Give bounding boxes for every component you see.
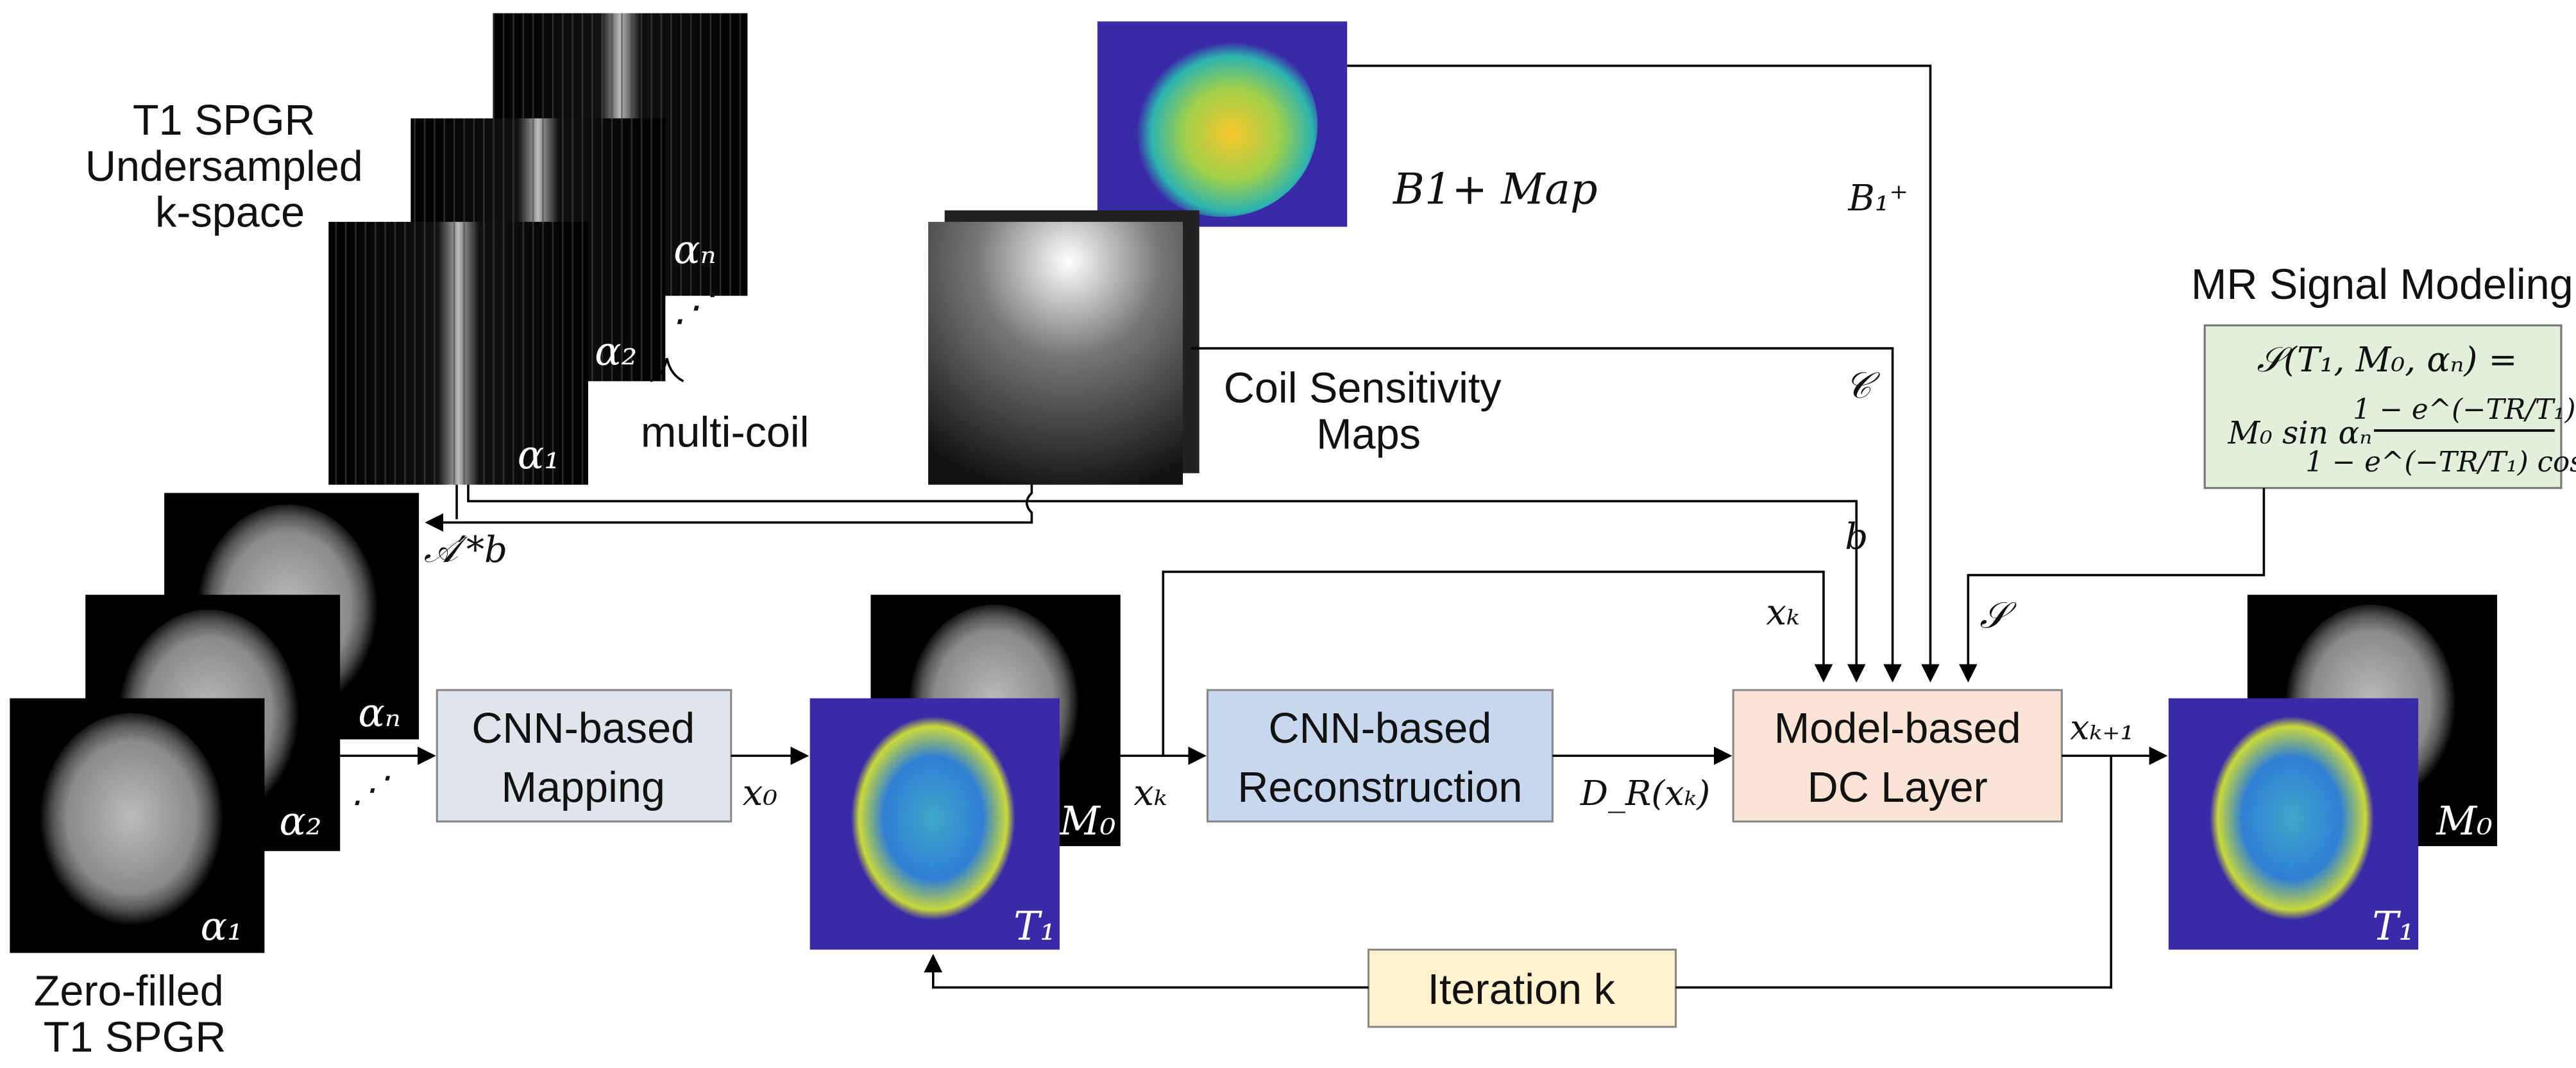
svg-text:T₁: T₁ <box>2372 904 2414 949</box>
coil-symbol: 𝒞 <box>1845 365 1880 407</box>
adjoint-symbol: 𝒜′*b <box>424 529 507 571</box>
svg-text:α₁: α₁ <box>200 904 242 949</box>
equation-line1: 𝒮(T₁, M₀, αₙ) = <box>2257 339 2517 380</box>
coil-maps-label: Coil Sensitivity Maps <box>1224 365 1513 459</box>
kspace-stack-alpha-1: α₁ <box>328 221 588 485</box>
equation-denominator: 1 − e^(−TR/T₁) cos αₙ <box>2305 446 2576 479</box>
t1-map-output: T₁ <box>2168 698 2419 950</box>
xk1-symbol: xₖ₊₁ <box>2070 708 2134 748</box>
svg-text:T₁: T₁ <box>1013 904 1056 949</box>
xk-loop-symbol: xₖ <box>1766 591 1799 633</box>
s-symbol: 𝒮 <box>1979 595 2017 636</box>
coil-sensitivity-image <box>928 210 1199 485</box>
svg-text:α₂: α₂ <box>595 329 637 375</box>
zero-filled-alpha-1: α₁ <box>10 698 265 953</box>
svg-text:αₙ: αₙ <box>674 227 716 273</box>
b1-symbol: B₁⁺ <box>1847 178 1908 219</box>
iteration-block: Iteration k <box>1367 948 1677 1028</box>
mr-model-title: MR Signal Modeling <box>2191 261 2573 309</box>
zero-filled-dots: ⋰ <box>352 769 390 811</box>
x0-symbol: x₀ <box>743 772 777 814</box>
b1-map-label: B1+ Map <box>1393 164 1598 214</box>
svg-text:αₙ: αₙ <box>358 690 400 736</box>
b1-map-image <box>1097 21 1348 227</box>
svg-text:M₀: M₀ <box>2436 799 2493 844</box>
t1-map-intermediate: T₁ <box>809 698 1060 950</box>
kspace-title: T1 SPGR Undersampled k-space <box>85 97 375 236</box>
equation-numerator: 1 − e^(−TR/T₁) <box>2353 394 2576 426</box>
connectors <box>340 64 2266 989</box>
svg-text:Iteration k: Iteration k <box>1428 966 1616 1013</box>
svg-text:α₂: α₂ <box>279 799 321 844</box>
drxk-symbol: D_R(xₖ) <box>1580 773 1710 813</box>
equation-prefix: M₀ sin αₙ <box>2227 416 2372 452</box>
multi-coil-label: multi-coil <box>641 409 809 457</box>
b-symbol: b <box>1845 516 1868 558</box>
multi-coil-brace <box>650 358 684 382</box>
stack-dots: ⋰ <box>674 285 716 330</box>
zero-filled-label: Zero-filled T1 SPGR <box>34 968 236 1062</box>
signal-model-box: 𝒮(T₁, M₀, αₙ) = M₀ sin αₙ 1 − e^(−TR/T₁)… <box>2203 324 2576 489</box>
xk-symbol: xₖ <box>1133 772 1167 814</box>
svg-text:M₀: M₀ <box>1059 799 1116 844</box>
svg-text:α₁: α₁ <box>518 432 560 478</box>
